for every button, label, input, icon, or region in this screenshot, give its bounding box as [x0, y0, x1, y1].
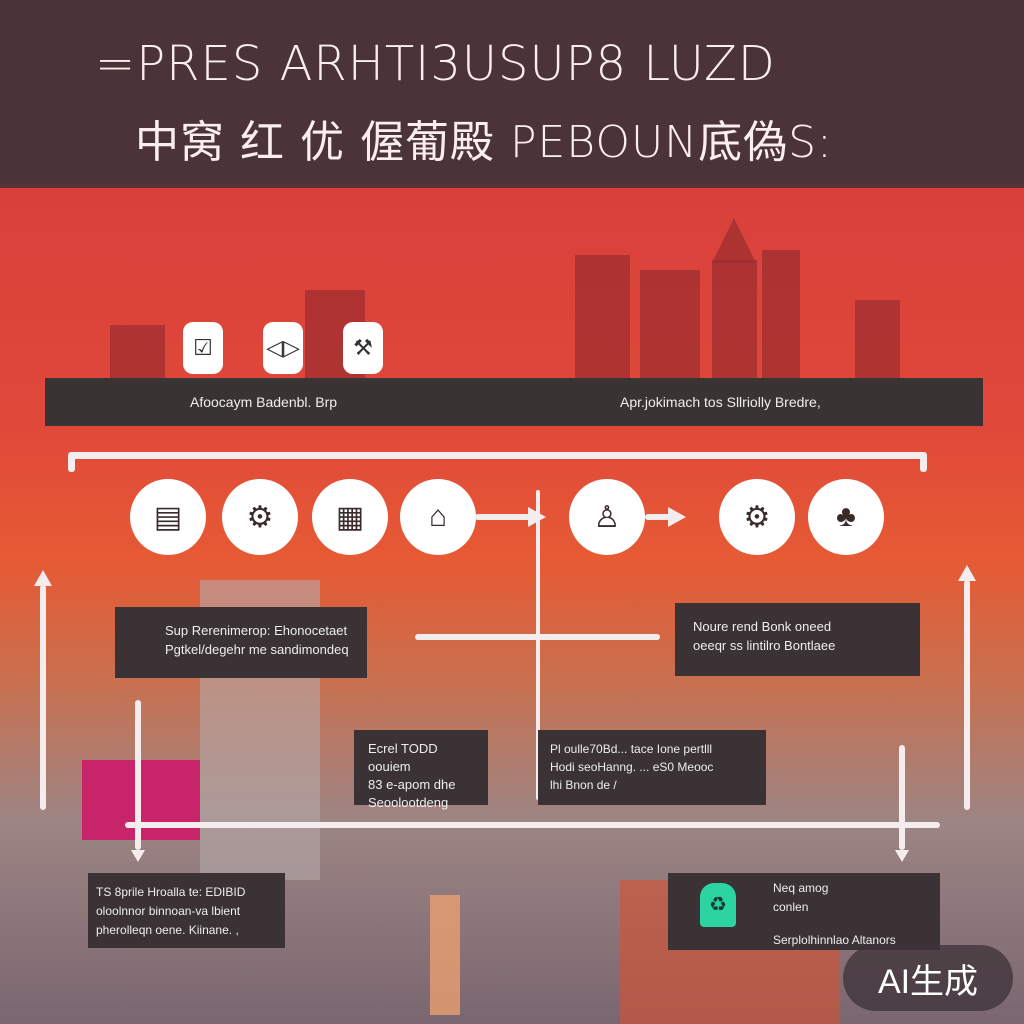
box-text: Ecrel TODD oouiem — [368, 741, 438, 774]
left-vertical-arrow — [40, 585, 46, 810]
eye-icon: ◁▷ — [263, 322, 303, 374]
info-box-1: Sup Rerenimerop: Ehonocetaet Pgtkel/dege… — [115, 607, 367, 678]
bracket-line — [70, 452, 926, 459]
box-text: conlen — [773, 900, 809, 914]
bracket-left-end — [68, 452, 75, 472]
bar-left-text: Afoocaym Badenbl. Brp — [190, 394, 338, 410]
bracket-right-end — [920, 452, 927, 472]
box-text: Neq amog — [773, 881, 829, 895]
factory-icon: ⌂ — [400, 479, 476, 555]
info-box-3: Ecrel TODD oouiem 83 e-apom dhe Seooloot… — [354, 730, 488, 810]
left-down-arrow — [135, 700, 141, 850]
document-icon: ▤ — [130, 479, 206, 555]
box-text: pherolleqn oene. Kiinane. , — [96, 923, 239, 937]
arrow-line — [645, 514, 670, 520]
info-box-6: ♻ Neq amog conlen Serplolhinnlao Altanor… — [668, 873, 940, 950]
box-text: Hodi seoHanng. ... eS0 Meooc — [550, 760, 714, 774]
box-text: TS 8prile Hroalla te: EDIBID — [96, 885, 246, 899]
person-icon: ♙ — [569, 479, 645, 555]
box-text: lhi Bnon de / — [550, 778, 617, 792]
box-text: 83 e-apom dhe — [368, 777, 456, 792]
info-box-5: TS 8prile Hroalla te: EDIBID oloolnnor b… — [88, 873, 285, 948]
box-text: Serplolhinnlao Altanors — [773, 933, 896, 947]
arrow-right-icon — [668, 507, 686, 527]
info-box-4: Pl oulle70Bd... tace Ione pertlll Hodi s… — [538, 730, 766, 805]
ai-generated-badge: AI生成 — [843, 945, 1013, 1011]
building-icon: ▦ — [312, 479, 388, 555]
box-text: Pgtkel/degehr me sandimondeq — [165, 642, 349, 657]
machine-icon: ⚙ — [719, 479, 795, 555]
arrow-down-icon — [895, 850, 909, 862]
recycle-icon: ♻ — [700, 883, 736, 927]
title-line-2: 中窝 红 优 偓葡殿 PEBOUN底偽S: — [135, 117, 833, 168]
right-down-arrow — [899, 745, 905, 850]
box-text: Seoolootdeng — [368, 795, 449, 810]
checkbox-icon: ☑ — [183, 322, 223, 374]
tools-icon: ⚒ — [343, 322, 383, 374]
gear-icon: ⚙ — [222, 479, 298, 555]
title-line-1: =PRES ARHTI3USUP8 LUZD — [95, 36, 776, 92]
arrow-up-icon — [34, 570, 52, 586]
right-vertical-arrow — [964, 580, 970, 810]
vertical-connector — [536, 490, 540, 800]
arrow-line — [475, 514, 530, 520]
arrow-up-icon — [958, 565, 976, 581]
bar-right-text: Apr.jokimach tos Sllriolly Bredre, — [620, 394, 821, 410]
box-text: Noure rend Bonk oneed — [693, 619, 832, 634]
box-text: Sup Rerenimerop: Ehonocetaet — [165, 623, 348, 638]
horizontal-connector — [415, 634, 660, 640]
tree-icon: ♣ — [808, 479, 884, 555]
box-text: oeeqr ss lintilro Bontlaee — [693, 638, 836, 653]
header-band: =PRES ARHTI3USUP8 LUZD 中窝 红 优 偓葡殿 PEBOUN… — [0, 0, 1024, 188]
box-text: Pl oulle70Bd... tace Ione pertlll — [550, 742, 713, 756]
arrow-down-icon — [131, 850, 145, 862]
header-bar: Afoocaym Badenbl. Brp Apr.jokimach tos S… — [45, 378, 983, 426]
info-box-2: Noure rend Bonk oneed oeeqr ss lintilro … — [675, 603, 920, 676]
box-text: oloolnnor binnoan-va lbient — [96, 904, 241, 918]
bottom-connector — [125, 822, 940, 828]
